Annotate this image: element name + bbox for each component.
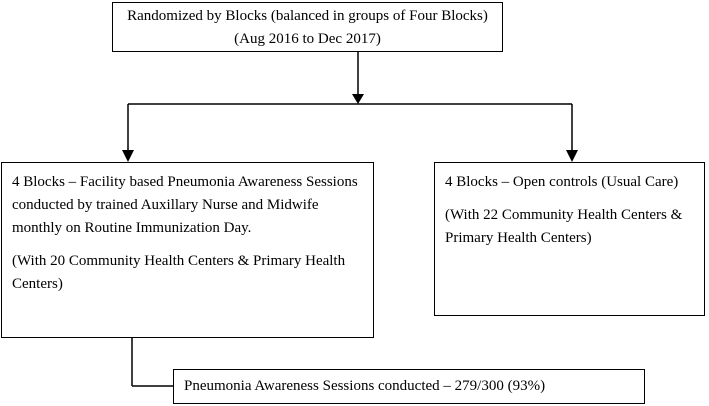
control-centers: (With 22 Community Health Centers & Prim… bbox=[445, 207, 683, 246]
control-arm-box: 4 Blocks – Open controls (Usual Care) (W… bbox=[434, 162, 705, 316]
control-description: 4 Blocks – Open controls (Usual Care) bbox=[445, 174, 679, 190]
intervention-centers: (With 20 Community Health Centers & Prim… bbox=[12, 253, 346, 292]
sessions-conducted-box: Pneumonia Awareness Sessions conducted –… bbox=[173, 369, 645, 404]
intervention-description: 4 Blocks – Facility based Pneumonia Awar… bbox=[12, 174, 358, 236]
sessions-conducted-text: Pneumonia Awareness Sessions conducted –… bbox=[184, 378, 546, 394]
randomization-box: Randomized by Blocks (balanced in groups… bbox=[112, 2, 503, 52]
arrowhead-top bbox=[352, 94, 364, 104]
randomization-period: (Aug 2016 to Dec 2017) bbox=[234, 31, 381, 47]
randomization-title: Randomized by Blocks (balanced in groups… bbox=[127, 8, 488, 24]
arrowhead-left bbox=[122, 150, 134, 162]
arrowhead-right bbox=[566, 150, 578, 162]
intervention-arm-box: 4 Blocks – Facility based Pneumonia Awar… bbox=[1, 162, 374, 338]
